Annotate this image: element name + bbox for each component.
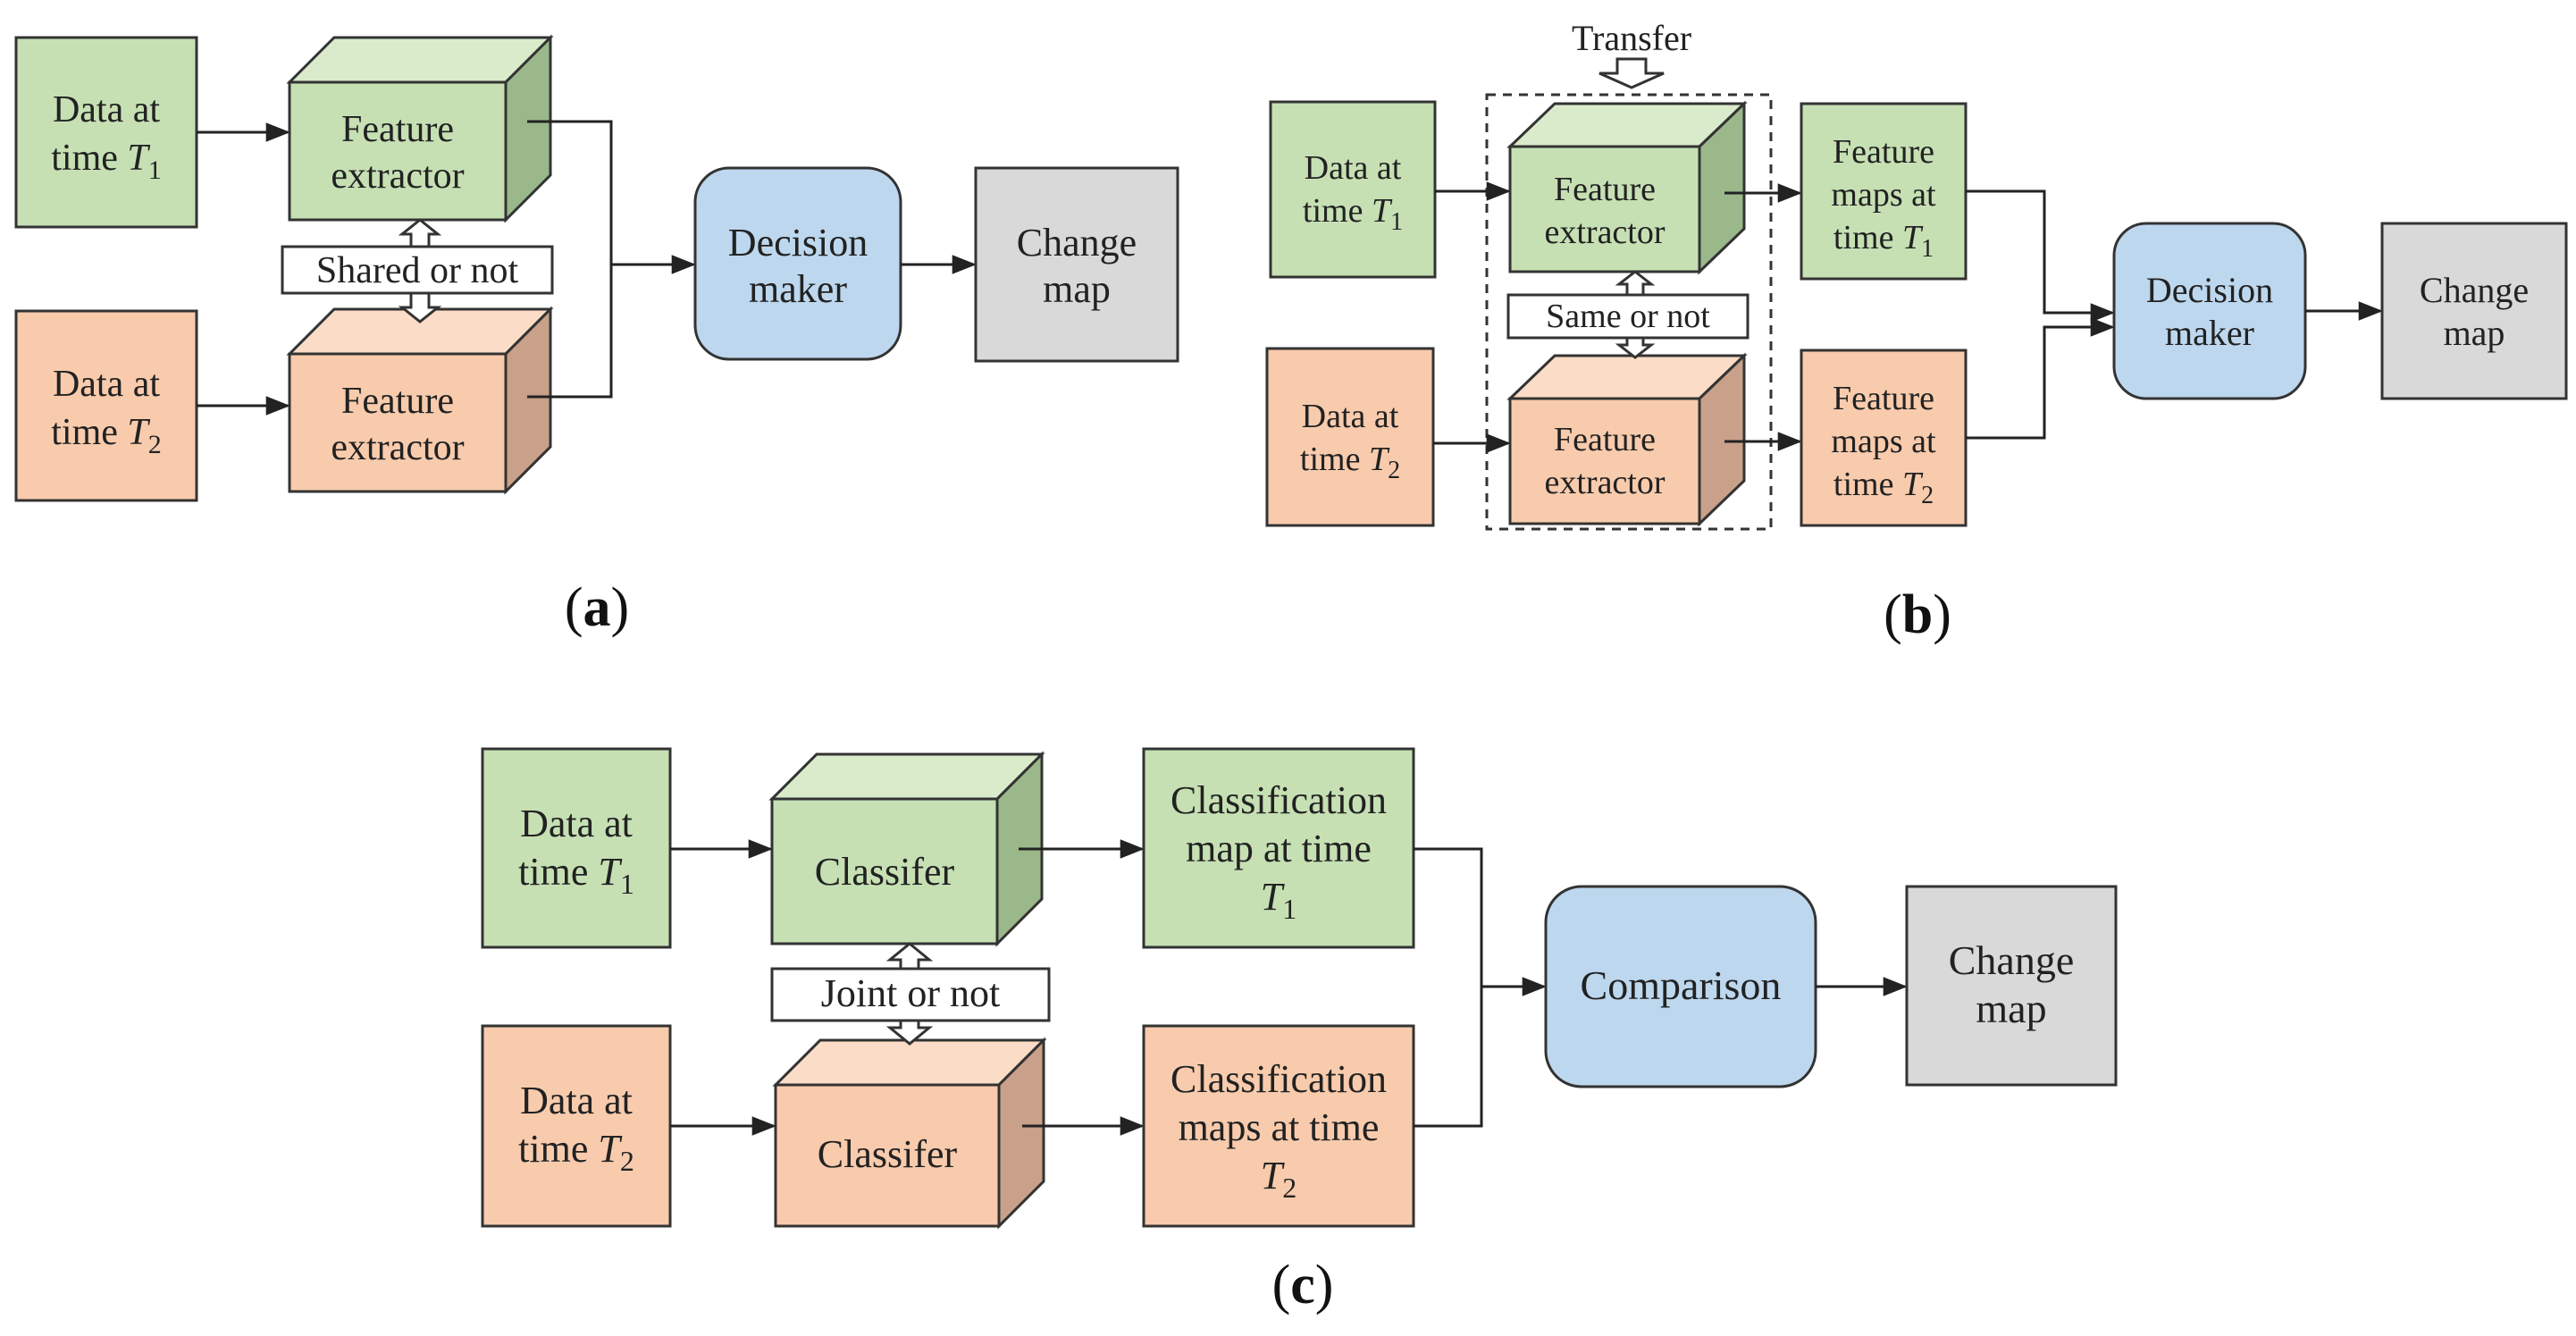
connector-maps1-to-decision-b [1966,189,2115,323]
class-map-t1-line3-c: T1 [1261,875,1296,925]
joint-label-box-c [770,967,1051,1022]
change-line2-c: map [1976,986,2046,1031]
maps-t1-line1-b: Feature [1833,133,1934,171]
classifier-top-label-c: Classifer [815,850,955,894]
extractor-bottom-line1-a: Feature [341,381,454,422]
caption-b: (b) [1884,584,1951,645]
data-t1-box-c [481,747,672,949]
shared-label-a: Shared or not [316,250,519,291]
class-map-t2-line1-c: Classification [1171,1057,1387,1101]
extractor-bottom-line2-a: extractor [331,427,464,468]
change-map-a [974,166,1179,363]
decision-line1-a: Decision [728,221,868,265]
maps-t2-line1-b: Feature [1833,380,1934,417]
data-t1-line2-c: time T1 [518,850,634,900]
change-line1-b: Change [2420,270,2529,310]
feature-extractor-cube-top-a: Feature extractor [286,34,554,223]
feature-extractor-cube-top-b: Feature extractor [1506,100,1748,275]
data-t2-line1-a: Data at [53,364,160,405]
data-t2-line2-b: time T2 [1300,441,1400,484]
class-map-t1-line2-c: map at time [1186,827,1372,870]
extractor-top-line2-a: extractor [331,155,464,197]
panel-a: Data at time T1 Data at time T2 Feature … [14,34,1179,638]
feature-maps-t1-b [1800,102,1968,281]
transfer-container-b [1485,93,1773,531]
class-map-t1-line1-c: Classification [1171,778,1387,822]
panel-b: Transfer Data at time T1 Data at time T2… [1265,18,2568,645]
classifier-cube-bottom-c: Classifer [772,1037,1047,1230]
data-t2-box-b [1265,347,1435,527]
classifier-cube-top-c: Classifer [768,751,1045,947]
data-t2-box-c [481,1024,672,1228]
data-t1-line2-b: time T1 [1303,192,1403,236]
connector-maps-c [1414,847,1483,1128]
data-t2-line1-b: Data at [1302,398,1399,435]
maps-t1-line2-b: maps at [1831,176,1936,214]
change-line1-a: Change [1017,221,1137,265]
extractor-top-line2-b: extractor [1544,214,1665,251]
feature-extractor-cube-bottom-a: Feature extractor [286,306,554,495]
data-t1-box-b [1269,100,1437,279]
data-t1-line1-a: Data at [53,89,160,130]
joint-label-c: Joint or not [821,971,1000,1015]
classifier-bottom-label-c: Classifer [818,1132,958,1176]
change-line2-b: map [2444,313,2505,353]
data-t2-line1-c: Data at [520,1079,633,1122]
extractor-bottom-line1-b: Feature [1554,421,1656,458]
class-map-t2-line3-c: T2 [1261,1154,1296,1204]
caption-c: (c) [1272,1255,1334,1315]
comparison-label-c: Comparison [1581,962,1782,1008]
maps-t2-line2-b: maps at [1831,423,1936,460]
classification-map-t1-c [1142,747,1415,949]
connector-top-a [527,120,613,399]
feature-maps-t2-b [1800,349,1968,527]
data-t1-box-a [14,36,198,229]
extractor-bottom-line2-b: extractor [1544,464,1665,501]
data-t2-line2-c: time T2 [518,1127,634,1177]
change-line2-a: map [1043,267,1111,311]
maps-t2-line3-b: time T2 [1833,466,1934,509]
data-t1-line1-b: Data at [1305,149,1402,187]
extractor-top-line1-a: Feature [341,109,454,150]
panel-c: Data at time T1 Data at time T2 Classife… [481,747,2118,1315]
decision-line2-b: maker [2165,313,2254,353]
same-label-box-b [1506,293,1749,340]
decision-maker-b [2112,222,2307,400]
extractor-top-line1-b: Feature [1554,171,1656,208]
decision-line1-b: Decision [2146,270,2273,310]
maps-t1-line3-b: time T1 [1833,219,1934,263]
change-map-c [1905,885,2118,1087]
shared-label-box-a [281,245,554,295]
feature-extractor-cube-bottom-b: Feature extractor [1506,352,1748,527]
change-map-b [2380,222,2568,400]
decision-line2-a: maker [749,267,847,311]
class-map-t2-line2-c: maps at time [1179,1105,1380,1149]
transfer-arrow-b [1598,57,1665,89]
data-t2-box-a [14,309,198,502]
data-t2-line2-a: time T2 [51,412,162,459]
change-line1-c: Change [1949,937,2075,983]
data-t1-line1-c: Data at [520,802,633,845]
caption-a: (a) [565,577,629,638]
data-t1-line2-a: time T1 [51,138,162,185]
same-label-b: Same or not [1546,298,1710,335]
connector-maps2-to-decision-b [1966,317,2115,440]
classification-map-t2-c [1142,1024,1415,1228]
transfer-label-b: Transfer [1572,18,1691,58]
